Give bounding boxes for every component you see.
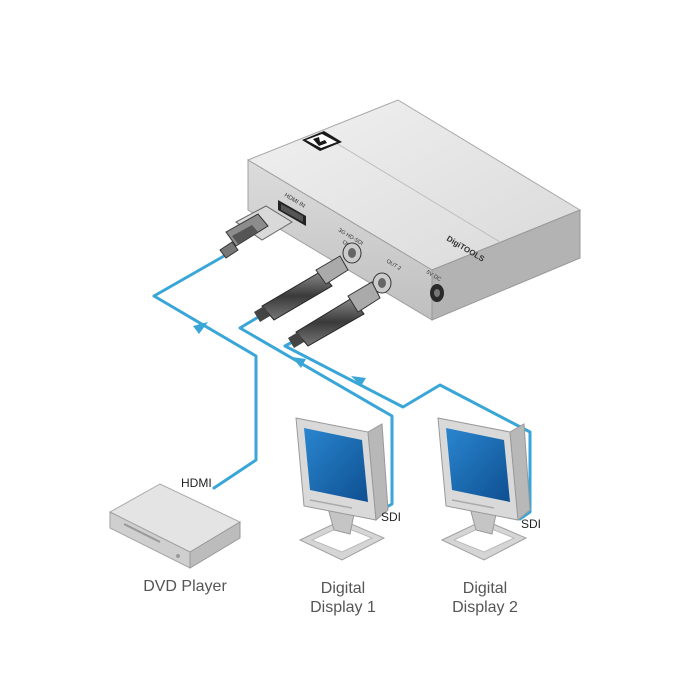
display-2-label: Digital Display 2 — [440, 579, 530, 617]
display-2-label-line1: Digital — [462, 580, 508, 597]
bnc-connector-2 — [288, 272, 392, 348]
display-2-screen — [446, 428, 510, 502]
display-2-label-line2: Display 2 — [452, 599, 518, 616]
display-1-label-line2: Display 1 — [310, 599, 376, 616]
display-1-screen — [304, 428, 368, 502]
sdi-cable-2-label: SDI — [521, 517, 542, 531]
bnc-connector-1 — [254, 242, 362, 322]
kramer-logo-icon — [302, 131, 342, 151]
distributor-device: DigiTOOLS HDMI IN 3G HD-SDI OUT 1 OUT 2 … — [246, 99, 582, 321]
sdi-cable-2 — [283, 338, 532, 521]
display-1-label-line1: Digital — [320, 580, 366, 597]
dvd-player — [108, 483, 242, 569]
digital-display-1 — [295, 417, 389, 561]
display-1-label: Digital Display 1 — [298, 579, 388, 617]
arrow-icon — [351, 376, 366, 386]
signal-arrows — [193, 322, 366, 386]
arrow-icon — [193, 322, 208, 334]
dvd-player-label: DVD Player — [143, 578, 227, 595]
hdmi-cable — [152, 254, 258, 490]
sdi-cable-1-label: SDI — [381, 510, 402, 524]
arrow-icon — [292, 357, 306, 368]
digital-display-2 — [437, 417, 531, 561]
hdmi-plug — [219, 205, 293, 259]
hdmi-cable-label: HDMI — [181, 476, 212, 490]
